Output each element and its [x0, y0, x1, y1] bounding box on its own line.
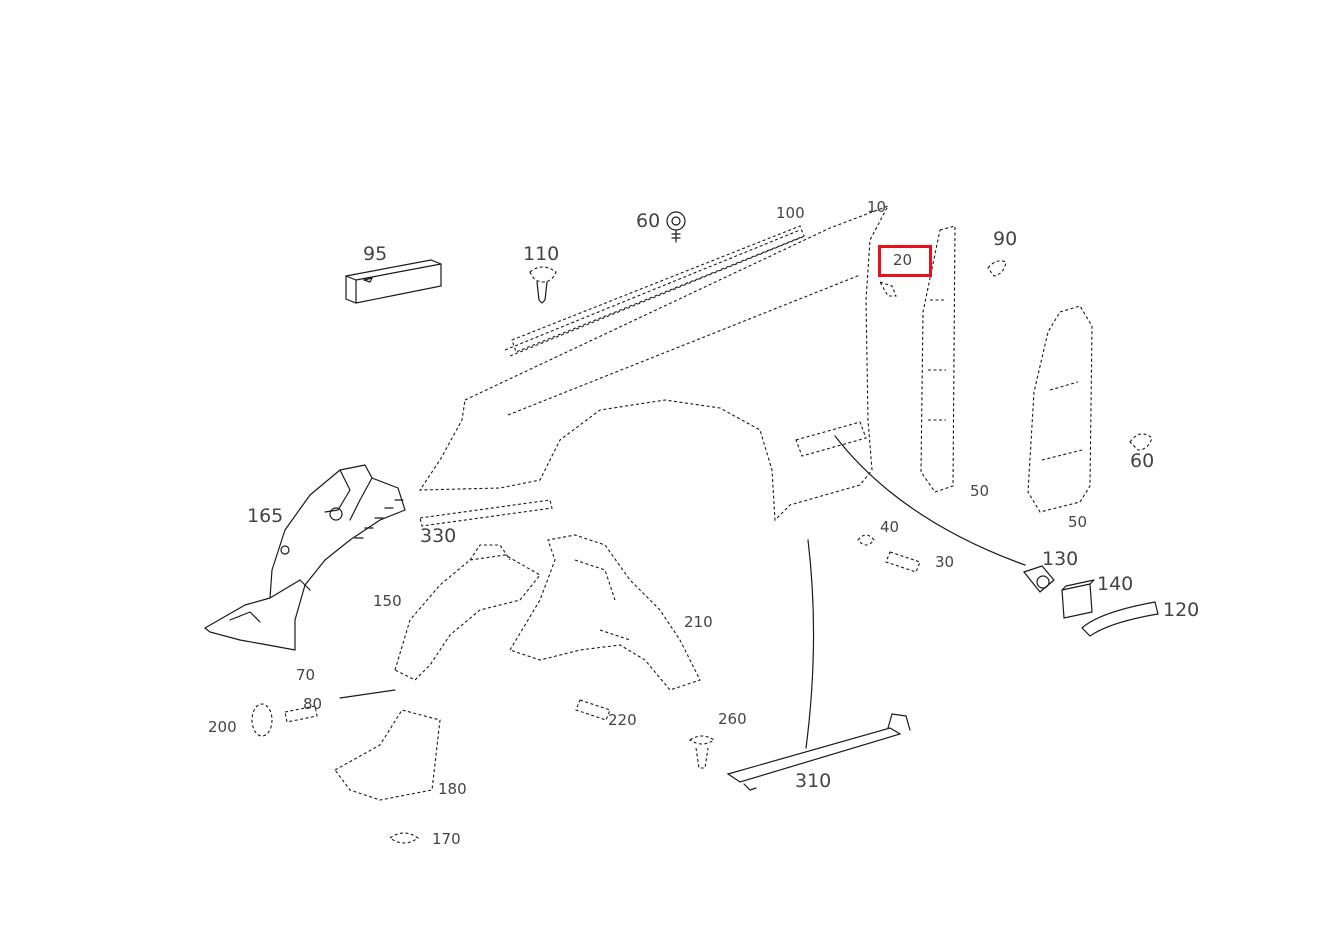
part-50-bracket-left[interactable] — [920, 225, 956, 493]
callout-90[interactable]: 90 — [993, 228, 1018, 250]
part-210-liner[interactable] — [509, 534, 701, 691]
part-20-bracket[interactable] — [878, 281, 897, 297]
callout-220[interactable]: 220 — [608, 711, 637, 729]
part-30-bolt[interactable] — [885, 551, 921, 573]
callout-260[interactable]: 260 — [718, 710, 747, 728]
callout-10[interactable]: 10 — [867, 198, 887, 216]
callout-330[interactable]: 330 — [420, 525, 457, 547]
callout-30[interactable]: 30 — [935, 553, 955, 571]
part-40-clip[interactable] — [857, 534, 875, 546]
part-fender-main[interactable] — [418, 204, 890, 522]
part-180-bracket[interactable] — [334, 709, 441, 801]
part-150-liner[interactable] — [394, 544, 541, 681]
callout-100[interactable]: 100 — [776, 204, 805, 222]
callout-20[interactable]: 20 — [893, 251, 913, 269]
part-330-strip[interactable] — [419, 499, 553, 527]
part-170-clip[interactable] — [389, 832, 419, 844]
part-60-clip-right[interactable] — [1129, 433, 1153, 451]
callout-150[interactable]: 150 — [373, 592, 402, 610]
callout-40[interactable]: 40 — [880, 518, 900, 536]
callout-110[interactable]: 110 — [523, 243, 560, 265]
callout-170[interactable]: 170 — [432, 830, 461, 848]
callout-310[interactable]: 310 — [795, 770, 832, 792]
callout-50-b[interactable]: 50 — [1068, 513, 1088, 531]
part-120-strip[interactable] — [1081, 601, 1159, 637]
part-220-clip[interactable] — [575, 699, 611, 721]
leader-line — [339, 689, 396, 699]
part-90-clip[interactable] — [987, 260, 1007, 277]
callout-200[interactable]: 200 — [208, 718, 237, 736]
callout-95[interactable]: 95 — [363, 243, 388, 265]
part-260-clip[interactable] — [689, 735, 715, 769]
callout-60-right[interactable]: 60 — [1130, 450, 1155, 472]
callout-165[interactable]: 165 — [247, 505, 284, 527]
callout-140[interactable]: 140 — [1097, 573, 1134, 595]
highlight-box-part-20 — [878, 245, 932, 277]
callout-80[interactable]: 80 — [303, 695, 323, 713]
part-60-screw-top[interactable] — [666, 211, 686, 243]
callout-210[interactable]: 210 — [684, 613, 713, 631]
part-rod-130[interactable] — [795, 421, 1026, 566]
callout-130[interactable]: 130 — [1042, 548, 1079, 570]
part-310-rod[interactable] — [726, 539, 911, 791]
callout-60-top[interactable]: 60 — [636, 210, 661, 232]
callout-50-a[interactable]: 50 — [970, 482, 990, 500]
part-165-liner[interactable] — [204, 464, 406, 651]
part-80-bolt[interactable] — [284, 705, 318, 723]
part-110-clip[interactable] — [529, 266, 557, 304]
callout-70[interactable]: 70 — [296, 666, 316, 684]
part-140-clip[interactable] — [1061, 579, 1095, 619]
part-95-block[interactable] — [345, 259, 442, 304]
part-130-grommet[interactable] — [1022, 565, 1055, 593]
callout-120[interactable]: 120 — [1163, 599, 1200, 621]
part-100-strip[interactable] — [511, 225, 805, 353]
part-50-bracket-right[interactable] — [1027, 305, 1093, 513]
callout-180[interactable]: 180 — [438, 780, 467, 798]
part-200-nut[interactable] — [251, 703, 273, 737]
